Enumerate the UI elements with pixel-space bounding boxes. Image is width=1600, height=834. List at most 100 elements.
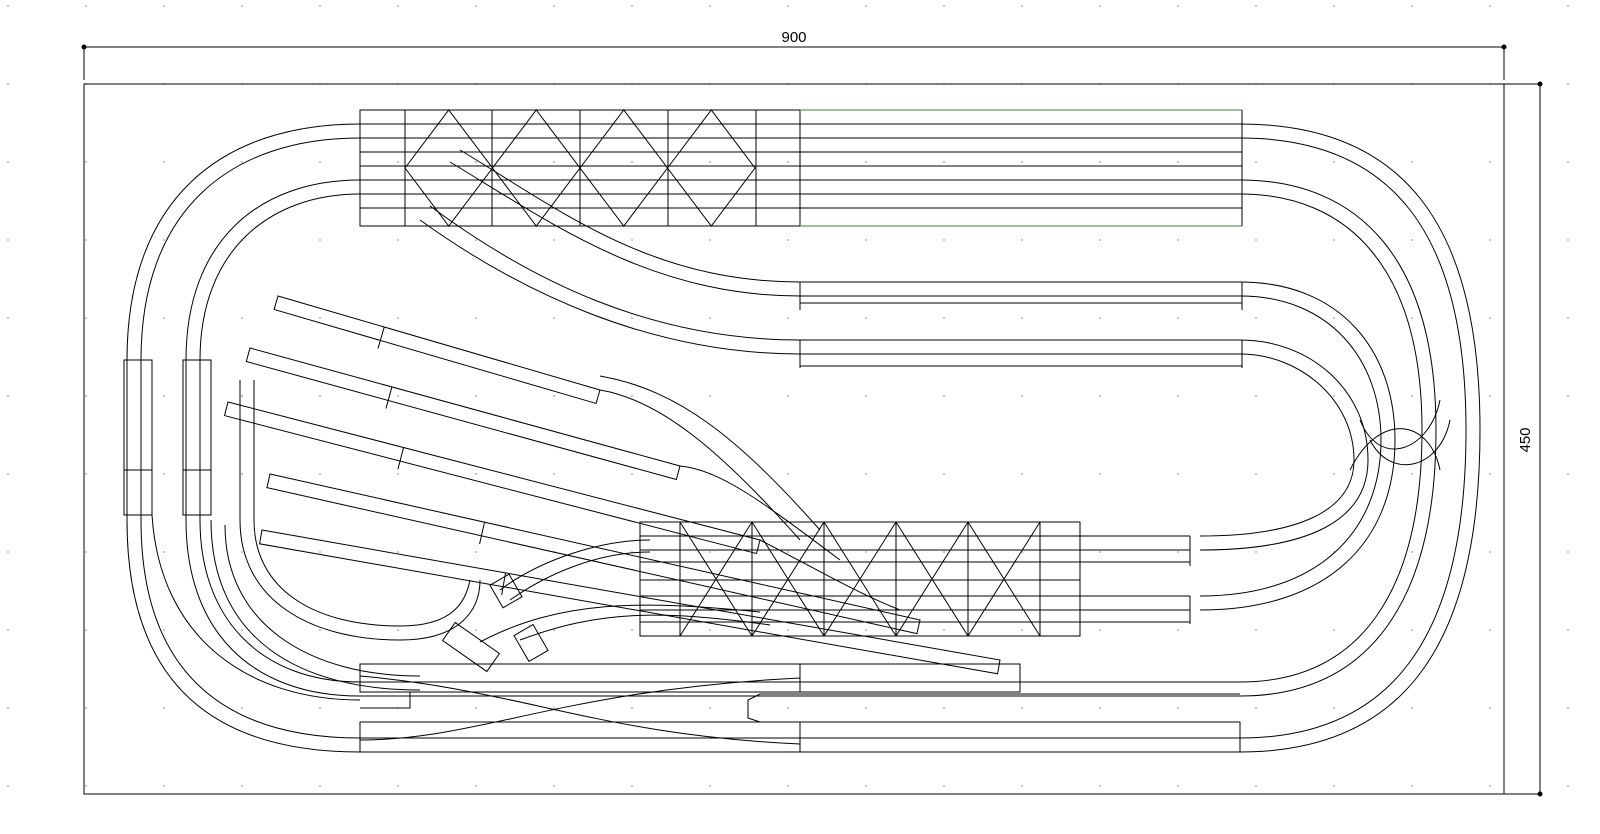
grid-dot xyxy=(319,629,321,631)
grid-dot xyxy=(85,317,87,319)
grid-dot xyxy=(7,629,9,631)
grid-dot xyxy=(1255,707,1257,709)
grid-dot xyxy=(865,161,867,163)
grid-dot xyxy=(943,5,945,7)
grid-dot xyxy=(1177,395,1179,397)
grid-dot xyxy=(475,161,477,163)
grid-dot xyxy=(397,473,399,475)
grid-dot xyxy=(1099,785,1101,787)
grid-dot xyxy=(1489,239,1491,241)
ladder-curve xyxy=(679,465,841,561)
grid-dot xyxy=(1255,239,1257,241)
grid-dot xyxy=(553,5,555,7)
grid-dot xyxy=(709,5,711,7)
grid-dot xyxy=(7,5,9,7)
grid-dot xyxy=(1411,239,1413,241)
grid-dot xyxy=(1177,239,1179,241)
grid-dot xyxy=(7,317,9,319)
grid-dot xyxy=(1489,629,1491,631)
grid-dot xyxy=(1567,239,1569,241)
grid-dot xyxy=(319,551,321,553)
grid-dot xyxy=(241,473,243,475)
grid-dot xyxy=(787,707,789,709)
grid-dot xyxy=(475,473,477,475)
inner-left-curves xyxy=(151,380,481,701)
grid-dot xyxy=(1489,395,1491,397)
grid-dot xyxy=(1021,5,1023,7)
grid-dot xyxy=(1489,551,1491,553)
grid-dot xyxy=(631,395,633,397)
grid-dot xyxy=(319,395,321,397)
grid-dot xyxy=(1567,707,1569,709)
grid-dot xyxy=(787,395,789,397)
grid-dot xyxy=(1099,473,1101,475)
grid-dot xyxy=(397,5,399,7)
grid-dot xyxy=(1099,239,1101,241)
grid-dot xyxy=(7,395,9,397)
grid-dot xyxy=(163,317,165,319)
grid-dot xyxy=(943,707,945,709)
grid-dot xyxy=(943,317,945,319)
grid-dot xyxy=(1177,551,1179,553)
grid-dot xyxy=(241,629,243,631)
grid-dot xyxy=(1333,239,1335,241)
grid-dot xyxy=(865,785,867,787)
grid-dot xyxy=(475,317,477,319)
grid-dot xyxy=(1099,395,1101,397)
grid-dot xyxy=(241,551,243,553)
grid-dot xyxy=(1567,395,1569,397)
middle-straight-tracks xyxy=(419,149,1243,368)
grid-dot xyxy=(553,473,555,475)
grid-dot xyxy=(319,161,321,163)
grid-dot xyxy=(1411,161,1413,163)
grid-dot xyxy=(319,707,321,709)
grid-dot xyxy=(553,239,555,241)
grid-dot xyxy=(1021,473,1023,475)
grid-dot xyxy=(865,395,867,397)
grid-dot xyxy=(1021,785,1023,787)
track-joint xyxy=(385,386,393,409)
grid-dot xyxy=(1567,5,1569,7)
grid-dot xyxy=(1177,317,1179,319)
grid-dot xyxy=(943,239,945,241)
grid-dot xyxy=(1411,395,1413,397)
grid-dot xyxy=(1333,629,1335,631)
grid-dot xyxy=(1489,317,1491,319)
upper-station-yard xyxy=(359,109,1243,227)
grid-dot xyxy=(709,707,711,709)
grid-dot xyxy=(1177,5,1179,7)
grid-dot xyxy=(631,317,633,319)
grid-dot xyxy=(397,239,399,241)
left-straight-sections xyxy=(123,359,212,516)
grid-dot xyxy=(7,707,9,709)
grid-dot xyxy=(1411,473,1413,475)
grid-dot xyxy=(1177,629,1179,631)
grid-dot xyxy=(85,551,87,553)
grid-dot xyxy=(397,785,399,787)
grid-dot xyxy=(163,473,165,475)
grid-dot xyxy=(1099,551,1101,553)
height-dimension: 450 xyxy=(1504,81,1543,797)
grid-dot xyxy=(631,473,633,475)
platform-roof-mark xyxy=(823,521,897,637)
platform-roof-mark xyxy=(967,521,1041,637)
grid-dot xyxy=(631,629,633,631)
grid-dot xyxy=(163,161,165,163)
grid-dot xyxy=(787,551,789,553)
grid-dot xyxy=(7,83,9,85)
width-dimension: 900 xyxy=(81,29,1507,80)
grid-dot xyxy=(1333,473,1335,475)
grid-dot xyxy=(1177,473,1179,475)
grid-dot xyxy=(85,395,87,397)
grid-dot xyxy=(1489,473,1491,475)
grid-dot xyxy=(943,551,945,553)
grid-dot xyxy=(1255,161,1257,163)
grid-dot xyxy=(319,785,321,787)
grid-dot xyxy=(631,785,633,787)
grid-dot xyxy=(7,551,9,553)
grid-dot xyxy=(163,395,165,397)
grid-dot xyxy=(631,707,633,709)
grid-dot xyxy=(631,239,633,241)
grid-dot xyxy=(241,317,243,319)
grid-dot xyxy=(1567,317,1569,319)
